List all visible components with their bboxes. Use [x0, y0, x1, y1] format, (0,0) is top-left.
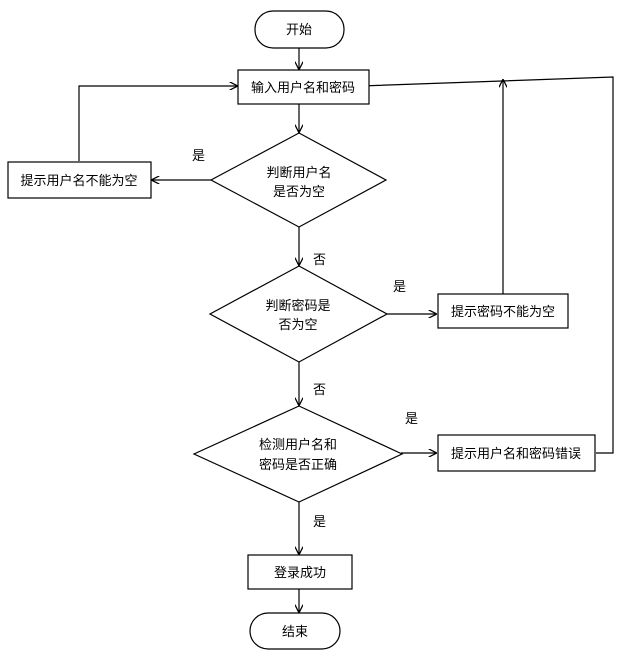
verify-credentials-decision — [192, 405, 404, 503]
verify-label-line2: 密码是否正确 — [259, 457, 337, 473]
edge-username-empty-loop — [78, 86, 237, 161]
password-no-label: 否 — [313, 383, 326, 398]
verify-yes-success-label: 是 — [313, 515, 326, 530]
password-empty-label: 提示密码不能为空 — [451, 304, 555, 320]
login-success-label: 登录成功 — [274, 566, 326, 581]
credentials-error-process — [437, 434, 596, 472]
end-terminal — [249, 612, 341, 650]
verify-label-line1: 检测用户名和 — [259, 437, 337, 453]
username-empty-label: 提示用户名不能为空 — [20, 173, 137, 189]
login-success-process — [247, 554, 353, 590]
username-empty-process — [7, 161, 152, 199]
password-yes-label: 是 — [393, 280, 406, 295]
check-password-decision — [208, 265, 389, 363]
verify-yes-error-label: 是 — [405, 412, 418, 427]
check-username-label-line2: 是否为空 — [273, 185, 325, 200]
input-process — [237, 69, 370, 105]
input-label: 输入用户名和密码 — [251, 80, 355, 96]
check-password-label-line2: 否为空 — [278, 318, 317, 333]
edge-error-loop — [361, 76, 614, 454]
start-terminal — [254, 10, 345, 49]
check-password-label-line1: 判断密码是 — [265, 298, 330, 314]
start-label: 开始 — [286, 23, 312, 38]
end-label: 结束 — [282, 625, 308, 640]
username-yes-label: 是 — [192, 149, 205, 164]
check-username-decision — [209, 132, 388, 228]
username-no-label: 否 — [313, 253, 326, 268]
password-empty-process — [437, 293, 569, 329]
check-username-label-line1: 判断用户名 — [266, 165, 331, 181]
credentials-error-label: 提示用户名和密码错误 — [451, 446, 581, 462]
